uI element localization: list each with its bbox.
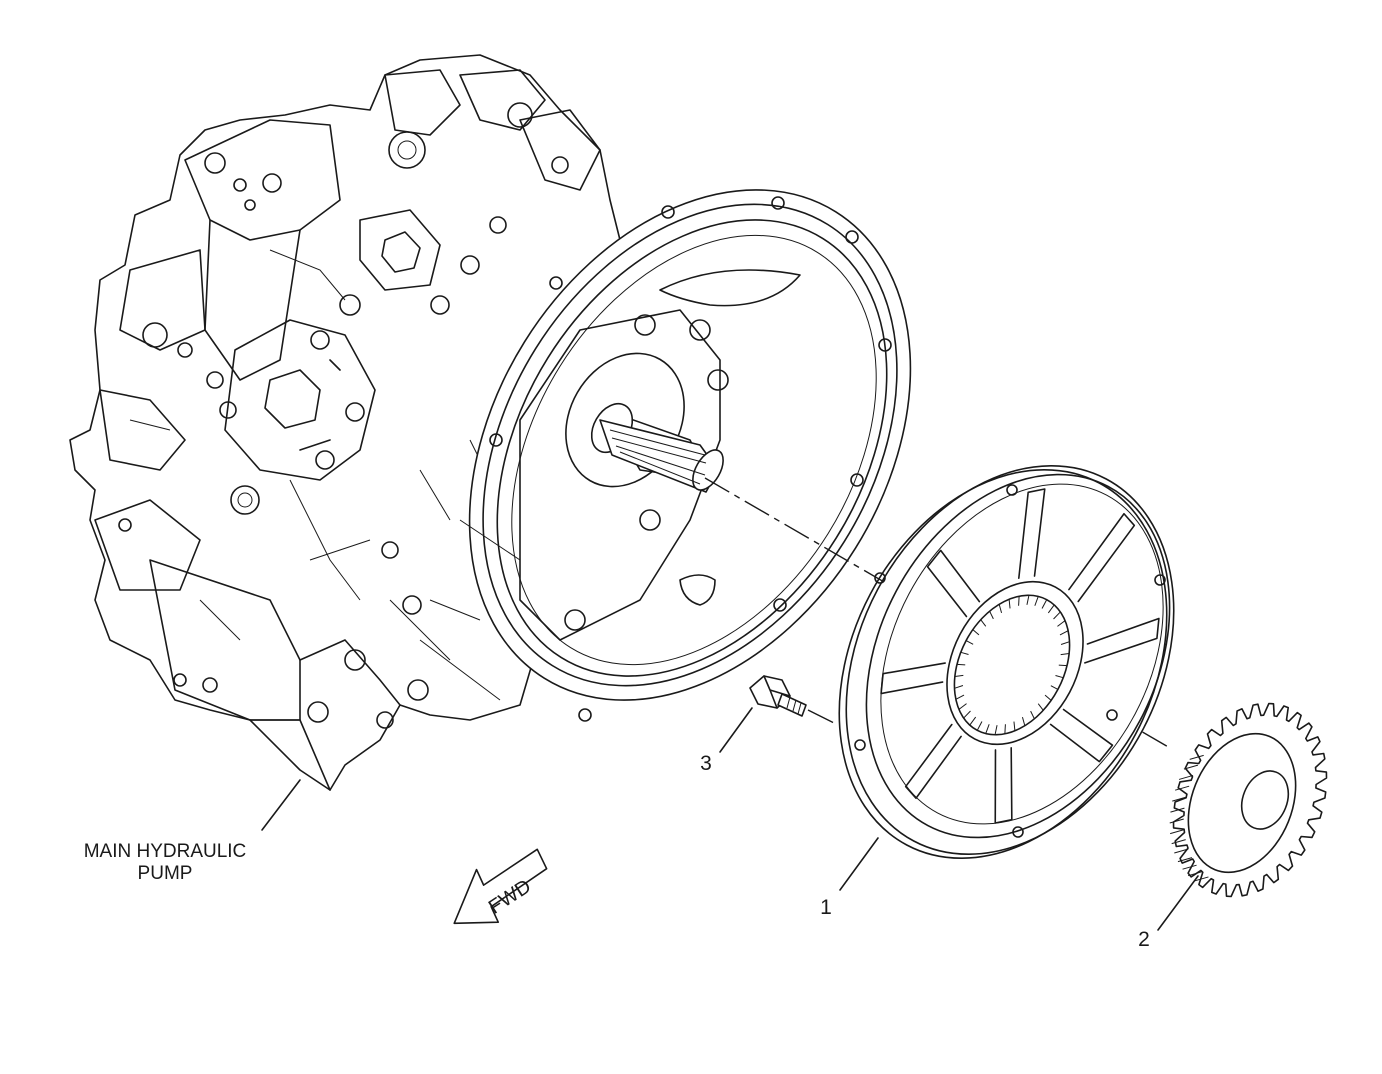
- gear-tooth-edge: [1178, 774, 1194, 780]
- spline-tooth: [956, 663, 966, 666]
- spline-tooth: [1030, 710, 1035, 720]
- spline-tooth: [1060, 652, 1070, 656]
- main-pump-label-line1: MAIN HYDRAULIC: [84, 841, 247, 862]
- spline-tooth: [1057, 620, 1066, 627]
- callout-2: 2: [1138, 928, 1150, 951]
- spoke: [1018, 488, 1046, 579]
- spoke: [1084, 617, 1160, 664]
- gear-tooth-edge: [1174, 848, 1189, 854]
- main-pump-label-line2: PUMP: [138, 863, 193, 884]
- gear-tooth-edge: [1170, 807, 1185, 813]
- callout-1: 1: [820, 896, 832, 919]
- spline-tooth: [1050, 685, 1059, 690]
- spline-tooth: [965, 640, 974, 645]
- spline-tooth: [963, 710, 971, 719]
- internal-spline-teeth: [954, 595, 1070, 735]
- gear-tooth-edge: [1189, 754, 1204, 760]
- spline-tooth: [1047, 604, 1055, 614]
- spline-tooth: [958, 703, 967, 710]
- spline-tooth: [969, 716, 977, 726]
- spline-tooth: [954, 685, 964, 689]
- spline-tooth: [1018, 596, 1020, 606]
- spline-tooth: [1026, 595, 1030, 605]
- gear-tooth-edge: [1175, 785, 1190, 791]
- spline-tooth: [1060, 641, 1070, 645]
- spline-tooth: [998, 604, 1003, 613]
- pump-bolts: [118, 152, 569, 729]
- callout-3: 3: [700, 752, 712, 775]
- spline-tooth: [994, 725, 998, 735]
- part-3-bolt: [749, 675, 837, 725]
- gear-tooth-edge: [1171, 839, 1186, 845]
- forward-direction-arrow: FWD: [453, 848, 548, 925]
- leader-lines: [261, 707, 1199, 931]
- spline-tooth: [1041, 599, 1048, 609]
- gear-tooth-edge: [1183, 764, 1199, 770]
- spline-tooth: [1053, 611, 1061, 620]
- spoke: [994, 747, 1013, 824]
- spoke: [926, 549, 981, 618]
- flywheel-adapter-housing: [389, 189, 912, 722]
- leader-part-2: [1157, 875, 1199, 931]
- gear-tooth-edge: [1182, 864, 1197, 870]
- spoke: [1049, 708, 1114, 763]
- part-1-coupling-plate: [838, 464, 1175, 860]
- spline-tooth: [985, 724, 990, 734]
- spline-tooth: [954, 674, 964, 678]
- spline-tooth: [972, 629, 980, 636]
- gear-tooth-edge: [1169, 818, 1184, 824]
- spline-tooth: [1058, 664, 1068, 667]
- spline-tooth: [1013, 721, 1016, 731]
- spline-tooth: [1037, 703, 1044, 711]
- plate-spokes: [880, 488, 1160, 824]
- gear-tooth-edge: [1177, 857, 1193, 863]
- spline-tooth: [955, 694, 965, 700]
- spline-tooth: [960, 651, 969, 655]
- spline-tooth: [1034, 596, 1039, 606]
- spline-tooth: [976, 721, 983, 731]
- pump-spline-shaft: [565, 352, 724, 493]
- spoke: [1068, 512, 1136, 603]
- spoke: [904, 723, 962, 800]
- gear-tooth-edge: [1170, 829, 1185, 835]
- gear-tooth-edge: [1187, 871, 1203, 877]
- spline-tooth: [989, 610, 994, 620]
- spline-tooth: [1008, 599, 1011, 609]
- leader-main-pump: [261, 779, 301, 831]
- leader-part-1: [839, 837, 879, 891]
- spline-tooth: [980, 619, 987, 627]
- spoke: [880, 662, 946, 695]
- spline-tooth: [1055, 675, 1064, 679]
- spline-tooth: [1059, 630, 1069, 636]
- part-2-gear: [1169, 702, 1328, 898]
- gear-tooth-edge: [1194, 876, 1209, 882]
- gear-side-teeth: [1169, 754, 1209, 882]
- gear-tooth-edge: [1172, 796, 1187, 802]
- spline-tooth: [1021, 717, 1026, 726]
- spline-tooth: [1004, 724, 1006, 734]
- spline-tooth: [1044, 694, 1052, 701]
- leader-part-3: [719, 707, 753, 753]
